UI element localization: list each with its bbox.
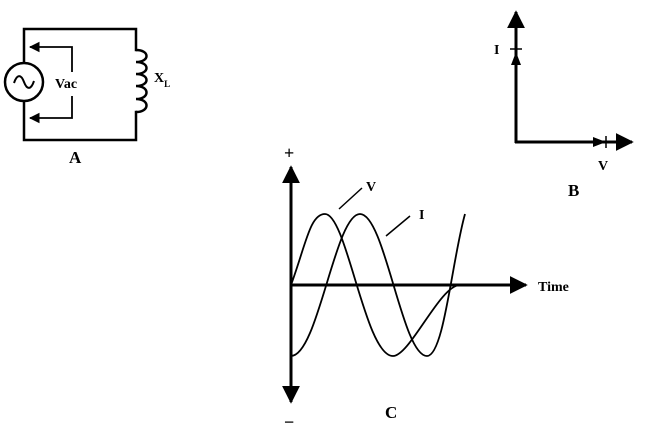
sine-symbol-icon [13, 75, 35, 89]
current-waveform [290, 213, 466, 357]
circuit-wire-bottom [22, 100, 138, 142]
inductor-coil-icon [135, 48, 148, 114]
voltage-wave-label: V [366, 180, 376, 195]
time-axis-label: Time [538, 280, 569, 295]
current-phasor-arrow-icon [511, 52, 521, 65]
vac-arrow-top [28, 41, 73, 72]
inductor-label-subscript: L [164, 79, 170, 89]
panel-label-b: B [568, 181, 579, 200]
plus-sign: + [284, 143, 294, 163]
voltage-leader-line [338, 187, 363, 210]
phasor-voltage-label: V [598, 159, 608, 174]
minus-sign: − [284, 412, 294, 430]
inductor-label-main: X [154, 71, 164, 86]
vac-arrow-bottom [28, 96, 73, 124]
panel-label-a: A [69, 148, 82, 167]
current-leader-line [385, 215, 411, 237]
inductor-label: XL [154, 71, 170, 89]
voltage-phasor-arrow-icon [593, 137, 606, 147]
panel-label-c: C [385, 403, 397, 422]
circuit-wire [22, 27, 138, 64]
voltage-waveform [290, 213, 461, 357]
phasor-current-label: I [494, 43, 499, 58]
current-wave-label: I [419, 208, 424, 223]
waveform-plot: + − Time V I C [282, 143, 569, 430]
phasor-diagram: I V B [494, 10, 634, 200]
source-label: Vac [55, 77, 77, 92]
circuit-diagram: Vac XL A [3, 27, 170, 167]
